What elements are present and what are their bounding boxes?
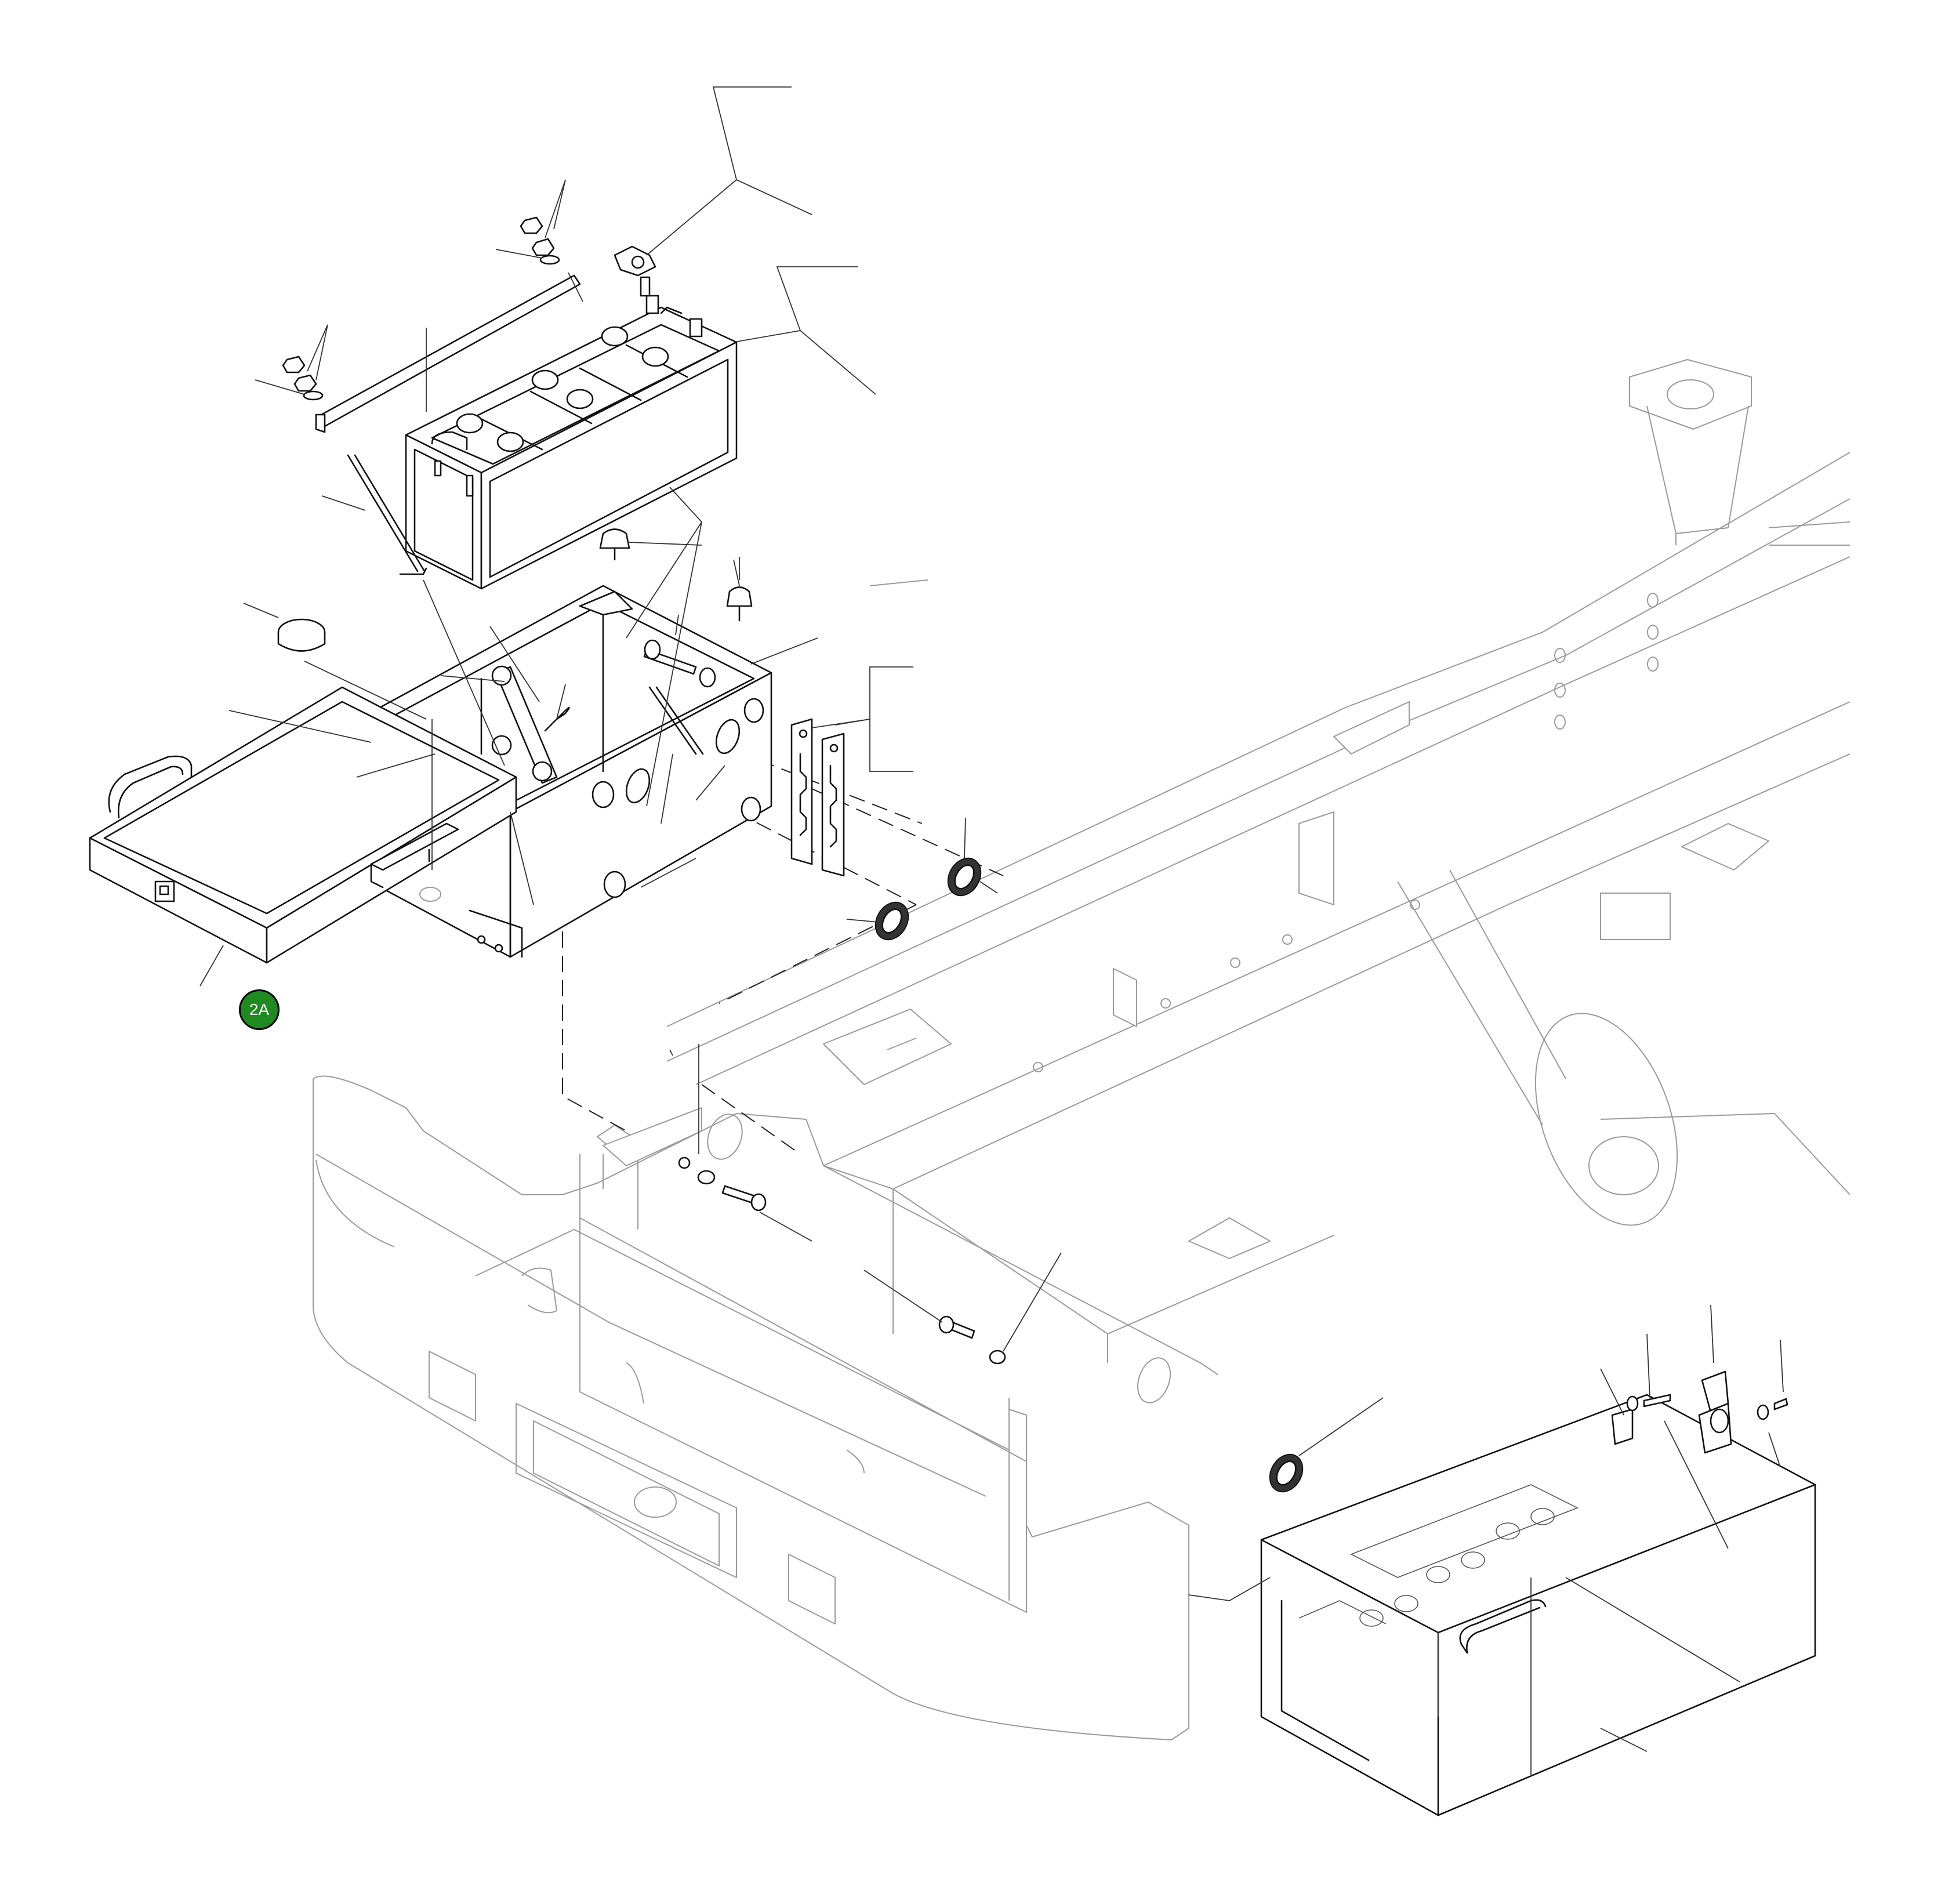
callout-label: 2A: [249, 1000, 270, 1018]
grommets: [875, 857, 1304, 1493]
battery-tray: [347, 585, 772, 958]
callout-badge-2a: 2A: [239, 989, 280, 1030]
chassis-frame: [666, 359, 1850, 1363]
fasteners: [277, 216, 1006, 1365]
battery-upper: [405, 295, 738, 590]
battery-covered: [1260, 1370, 1816, 1816]
leader-lines: [199, 86, 1784, 1775]
slide-tray: [89, 686, 517, 964]
front-bumper: [313, 1075, 1218, 1740]
mounting-plates: [790, 718, 845, 877]
